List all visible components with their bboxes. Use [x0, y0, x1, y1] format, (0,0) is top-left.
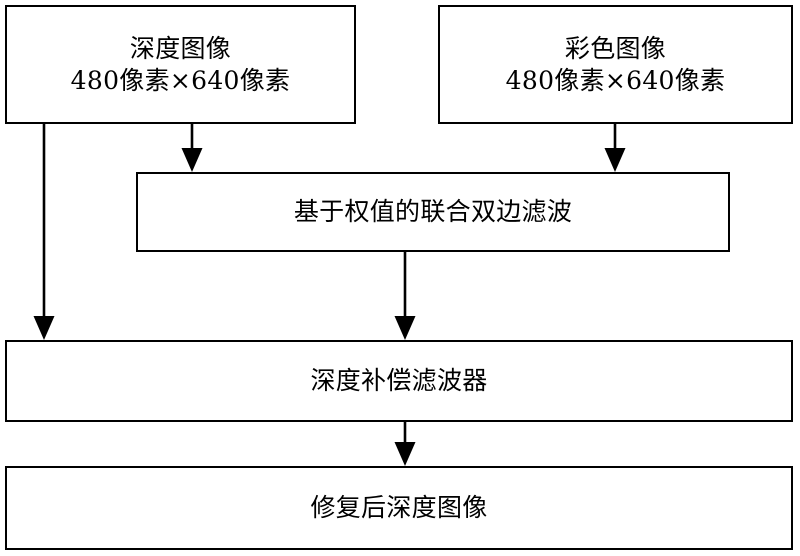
node-repaired-depth-image-title: 修复后深度图像 [310, 493, 488, 522]
arrowhead-icon [394, 316, 416, 340]
arrowhead-icon [604, 148, 626, 172]
node-depth-image-title: 深度图像 [129, 33, 232, 63]
edge-depth-compensation-to-output [394, 422, 416, 466]
node-color-image-resolution: 480像素×640像素 [505, 65, 726, 95]
node-joint-bilateral-filter-title: 基于权值的联合双边滤波 [293, 197, 573, 226]
edge-joint-filter-to-depth-compensation [394, 252, 416, 340]
edge-depth-image-to-depth-compensation [33, 124, 55, 340]
node-depth-image-resolution: 480像素×640像素 [70, 65, 291, 95]
arrowhead-icon [181, 148, 203, 172]
edge-depth-image-to-joint-filter [181, 124, 203, 172]
edge-color-image-to-joint-filter [604, 124, 626, 172]
node-depth-compensation-filter-title: 深度补偿滤波器 [310, 366, 488, 395]
arrowhead-icon [394, 442, 416, 466]
arrowhead-icon [33, 316, 55, 340]
node-repaired-depth-image[interactable]: 修复后深度图像 [5, 466, 793, 550]
node-depth-compensation-filter[interactable]: 深度补偿滤波器 [5, 340, 793, 422]
node-color-image[interactable]: 彩色图像 480像素×640像素 [438, 5, 793, 124]
node-depth-image[interactable]: 深度图像 480像素×640像素 [5, 5, 356, 124]
node-color-image-title: 彩色图像 [564, 33, 667, 63]
node-joint-bilateral-filter[interactable]: 基于权值的联合双边滤波 [136, 172, 730, 252]
